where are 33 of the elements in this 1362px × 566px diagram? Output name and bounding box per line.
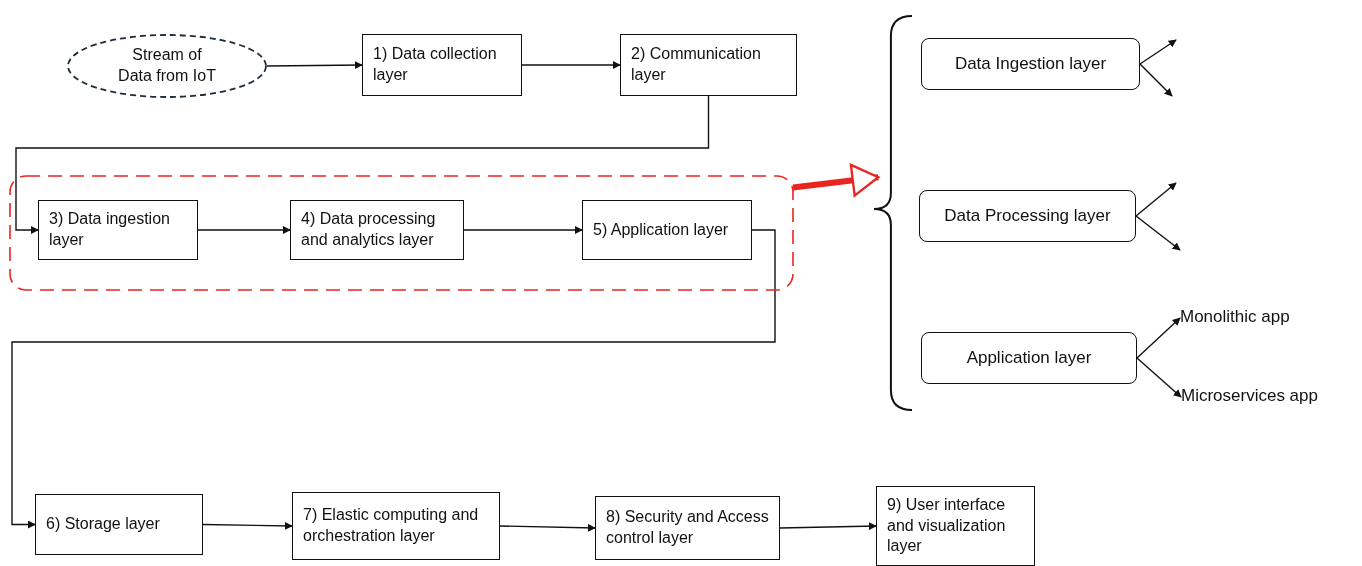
arrow xyxy=(521,61,621,69)
arrow xyxy=(1136,317,1181,359)
arrow xyxy=(1136,357,1182,398)
process-box: 7) Elastic computing and orchestration layer xyxy=(292,492,500,560)
process-box: 6) Storage layer xyxy=(35,494,203,555)
process-box: 3) Data ingestion layer xyxy=(38,200,198,260)
arrow xyxy=(463,226,583,234)
process-box: 4) Data processing and analytics layer xyxy=(290,200,464,260)
arrow xyxy=(15,95,710,234)
arrow xyxy=(1135,182,1177,217)
arrow xyxy=(266,61,363,70)
curly-brace xyxy=(872,14,914,412)
process-box: 8) Security and Access control layer xyxy=(595,496,780,560)
arrow xyxy=(1135,215,1181,251)
data-source-ellipse: Stream of Data from IoT xyxy=(67,34,267,98)
arrow xyxy=(1139,39,1177,65)
arrow xyxy=(202,521,293,530)
arrow xyxy=(499,523,596,532)
hollow-arrow xyxy=(792,163,880,197)
text-label: Microservices app xyxy=(1181,385,1356,409)
process-box: 1) Data collection layer xyxy=(362,34,522,96)
layer-box: Data Ingestion layer xyxy=(921,38,1140,90)
process-box: 2) Communication layer xyxy=(620,34,797,96)
layer-box: Application layer xyxy=(921,332,1137,384)
layer-box: Data Processing layer xyxy=(919,190,1136,242)
process-box: 5) Application layer xyxy=(582,200,752,260)
arrow xyxy=(779,522,877,531)
process-box: 9) User interface and visualization layer xyxy=(876,486,1035,566)
dashed-group-outline xyxy=(10,176,793,290)
arrow xyxy=(1139,63,1173,97)
arrow xyxy=(11,229,776,529)
text-label: Monolithic app xyxy=(1180,306,1330,330)
arrow xyxy=(197,226,291,234)
